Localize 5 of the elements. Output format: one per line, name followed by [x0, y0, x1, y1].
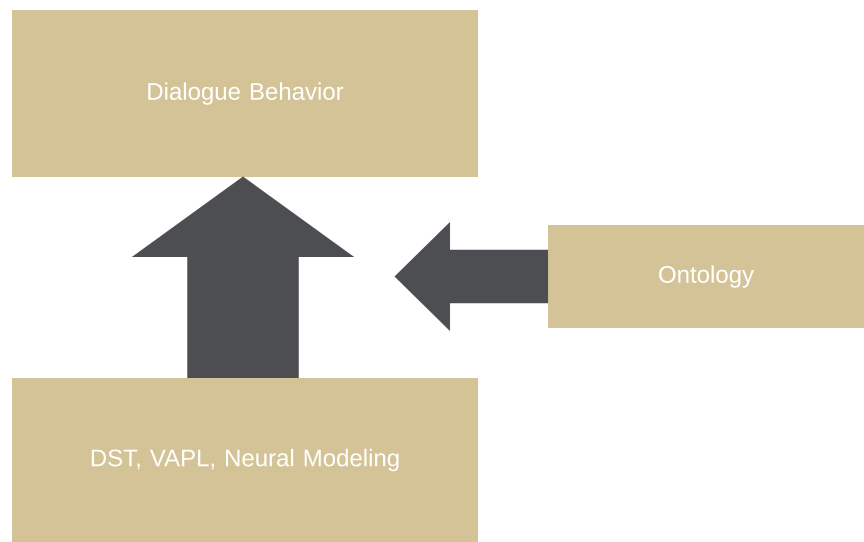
block-arrow [132, 176, 354, 378]
text-box: DST, VAPL, Neural Modeling [12, 378, 478, 542]
text-box: Ontology [548, 225, 864, 328]
block-arrow [394, 222, 548, 331]
text-box: Dialogue Behavior [12, 10, 478, 177]
